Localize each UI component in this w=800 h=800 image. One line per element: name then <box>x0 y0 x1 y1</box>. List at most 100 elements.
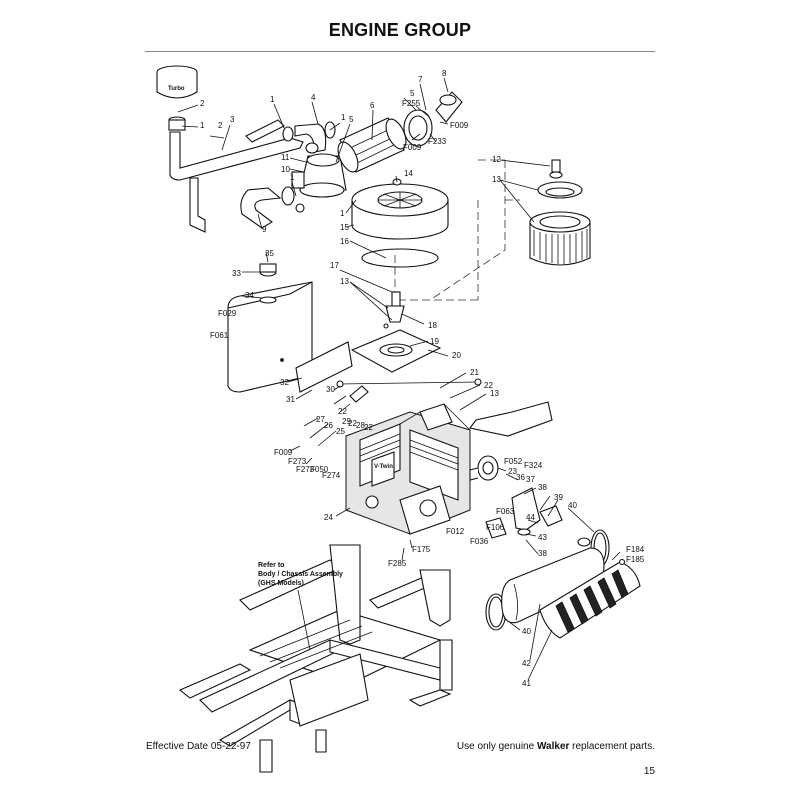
air-cleaner-housing <box>351 178 449 268</box>
adapter-fitting <box>383 291 405 329</box>
callout-26: 26 <box>324 421 333 430</box>
callout-13: 13 <box>492 175 501 184</box>
callout-15: 15 <box>340 223 349 232</box>
callout-38b: 38 <box>538 549 547 558</box>
callout-19: 19 <box>430 337 439 346</box>
callout-30: 30 <box>326 385 335 394</box>
callout-25: 25 <box>336 427 345 436</box>
air-cleaner-base <box>350 329 442 373</box>
callout-F255: F255 <box>402 99 421 108</box>
callout-4: 4 <box>311 93 316 102</box>
muffler-shield-plate <box>469 401 553 437</box>
callout-21: 21 <box>470 368 479 377</box>
chassis-frame <box>178 544 453 773</box>
callout-F009c: F009 <box>274 448 293 457</box>
muffler-guard <box>539 558 641 639</box>
callout-3: 3 <box>230 115 235 124</box>
callout-7: 7 <box>418 75 423 84</box>
callout-22c: 22 <box>348 419 357 428</box>
callout-22: 22 <box>484 381 493 390</box>
callout-11: 11 <box>281 153 290 162</box>
callout-17: 17 <box>330 261 339 270</box>
callout-33: 33 <box>232 269 241 278</box>
callout-F009b: F009 <box>403 143 422 152</box>
callout-39: 39 <box>554 493 563 502</box>
callout-F106: F106 <box>486 523 505 532</box>
callout-F061: F061 <box>210 331 229 340</box>
callout-1: 1 <box>200 121 205 130</box>
callout-9: 9 <box>262 225 267 234</box>
callout-1d: 1 <box>290 173 295 182</box>
callout-F009a: F009 <box>450 121 469 130</box>
callout-F050: F050 <box>310 465 329 474</box>
callout-23: 23 <box>508 467 517 476</box>
callout-labels: 2 1 3 2 1 4 1 5 6 7 8 5 F255 F009 F009 F… <box>200 69 645 688</box>
callout-8: 8 <box>442 69 447 78</box>
callout-35: 35 <box>265 249 274 258</box>
air-cleaner-tee <box>291 142 347 198</box>
callout-22d: 22 <box>364 423 373 432</box>
engine-block: V-Twin <box>345 403 471 535</box>
callout-F273a: F273 <box>288 457 307 466</box>
callout-F029: F029 <box>218 309 237 318</box>
callout-34: 34 <box>245 291 254 300</box>
callout-44: 44 <box>526 513 535 522</box>
page-number: 15 <box>643 766 655 777</box>
callout-F175: F175 <box>412 545 431 554</box>
callout-10: 10 <box>281 165 290 174</box>
callout-36: 36 <box>516 473 525 482</box>
callout-2b: 2 <box>218 121 223 130</box>
callout-F012: F012 <box>446 527 465 536</box>
callout-13b: 13 <box>340 277 349 286</box>
chassis-reference-note: Refer to Body / Chassis Assembly (GHS Mo… <box>258 562 343 587</box>
callout-F063: F063 <box>496 507 515 516</box>
linkage-rod <box>336 378 482 403</box>
parts-notice-pre: Use only genuine <box>456 741 537 752</box>
callout-43: 43 <box>538 533 547 542</box>
page-title: ENGINE GROUP <box>328 20 472 40</box>
reducer-and-clamp <box>403 91 463 147</box>
routing-dashed-line <box>395 159 506 301</box>
callout-F285: F285 <box>388 559 407 568</box>
callout-24: 24 <box>324 513 333 522</box>
callout-F052: F052 <box>504 457 523 466</box>
parts-notice-brand: Walker <box>536 741 570 752</box>
callout-22b: 22 <box>338 407 347 416</box>
callout-F184: F184 <box>626 545 645 554</box>
callout-5b: 5 <box>410 89 415 98</box>
effective-date: Effective Date 05-22-97 <box>146 741 251 752</box>
callout-31: 31 <box>286 395 295 404</box>
parts-notice: Use only genuine Walker replacement part… <box>457 741 655 752</box>
title-rule <box>145 51 655 52</box>
parts-notice-post: replacement parts. <box>569 741 655 752</box>
callout-40b: 40 <box>522 627 531 636</box>
remote-filter <box>529 159 591 266</box>
callout-37: 37 <box>526 475 535 484</box>
callout-5: 5 <box>349 115 354 124</box>
svg-text:Turbo: Turbo <box>168 86 185 92</box>
oil-filter <box>469 455 499 481</box>
precleaner-cap: Turbo <box>156 65 198 131</box>
exhaust-pipes <box>485 487 563 539</box>
leader-lines <box>177 77 621 681</box>
muffler-clamp-bottom <box>485 593 507 631</box>
callout-6: 6 <box>370 101 375 110</box>
callout-27: 27 <box>316 415 325 424</box>
filter-element <box>337 117 407 173</box>
callout-12: 12 <box>492 155 501 164</box>
callout-F324: F324 <box>524 461 543 470</box>
callout-F274: F274 <box>322 471 341 480</box>
note-line-2: Body / Chassis Assembly <box>258 571 343 578</box>
callout-40: 40 <box>568 501 577 510</box>
callout-1b: 1 <box>270 95 275 104</box>
svg-text:V-Twin: V-Twin <box>374 464 393 470</box>
callout-2: 2 <box>200 99 205 108</box>
note-line-1: Refer to <box>258 562 284 569</box>
callout-42: 42 <box>522 659 531 668</box>
callout-1e: 1 <box>340 209 345 218</box>
intake-tube <box>169 119 304 233</box>
fuel-tank <box>227 263 313 393</box>
callout-20: 20 <box>452 351 461 360</box>
callout-28: 28 <box>356 421 365 430</box>
